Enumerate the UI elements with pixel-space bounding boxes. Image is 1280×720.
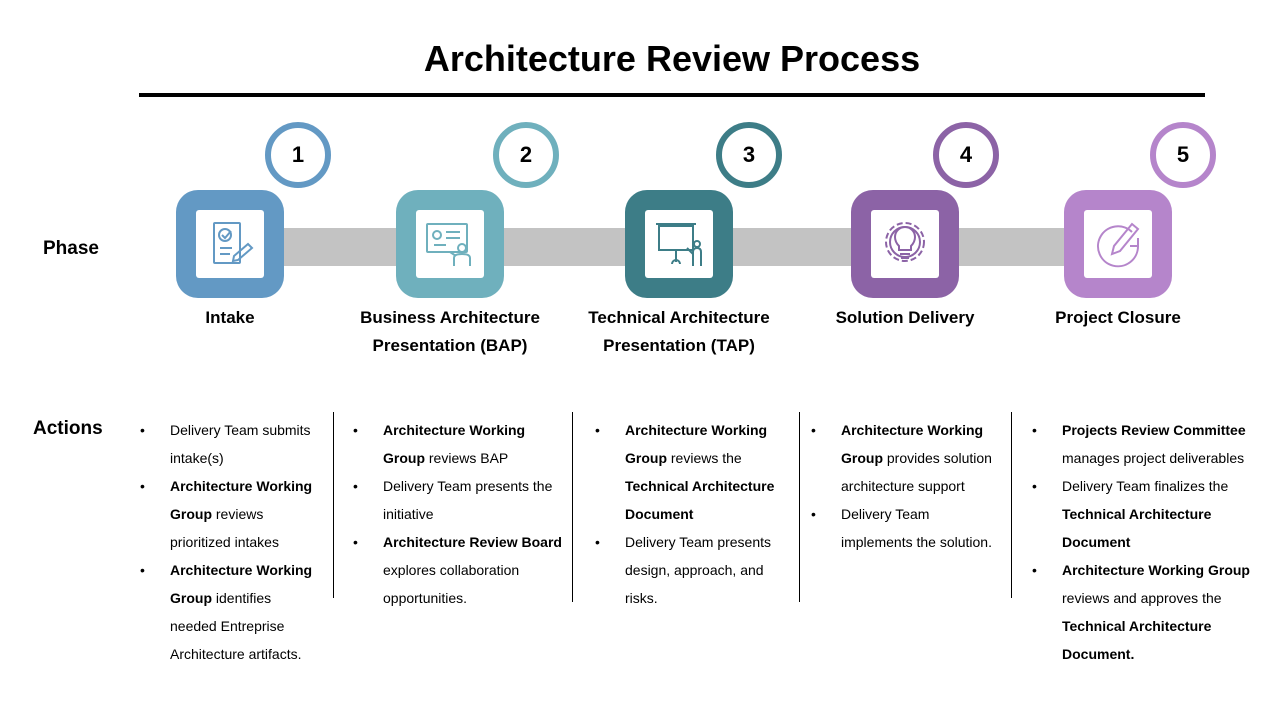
- column-divider: [572, 412, 573, 602]
- step-number-4: 4: [933, 122, 999, 188]
- action-item-text: Delivery Team presents design, approach,…: [625, 534, 772, 606]
- pencil-refresh-icon: [1097, 222, 1140, 268]
- phase-tile-bap: [396, 190, 504, 298]
- action-item-text: reviews BAP: [425, 450, 509, 466]
- action-item: Architecture Working Group reviews BAP: [353, 416, 567, 472]
- column-divider: [799, 412, 800, 602]
- action-item-bold-text: Architecture Working Group: [841, 422, 984, 466]
- action-item-bold-text: Architecture Working Group: [1062, 562, 1250, 578]
- phase-name-project-closure: Project Closure: [1055, 308, 1181, 327]
- action-item: Projects Review Committee manages projec…: [1032, 416, 1252, 472]
- actions-column-bap: Architecture Working Group reviews BAP De…: [353, 416, 567, 612]
- action-item-bold-text: Architecture Working Group: [170, 478, 313, 522]
- phase-name-intake: Intake: [205, 308, 255, 327]
- action-item: Delivery Team presents the initiative: [353, 472, 567, 528]
- action-item: Delivery Team implements the solution.: [811, 500, 1003, 556]
- page-title: Architecture Review Process: [423, 38, 921, 79]
- phase-name-solution-delivery: Solution Delivery: [835, 308, 975, 327]
- phase-name-bap: Business Architecture Presentation (BAP): [360, 308, 540, 355]
- action-item-text: Delivery Team implements the solution.: [841, 506, 992, 550]
- action-item: Delivery Team presents design, approach,…: [595, 528, 793, 612]
- action-item-text: Delivery Team presents the initiative: [383, 478, 553, 522]
- column-divider: [1011, 412, 1012, 598]
- action-item: Architecture Working Group provides solu…: [811, 416, 1003, 500]
- phase-row-label: Phase: [43, 238, 99, 259]
- phase-tile-tap: [625, 190, 733, 298]
- action-item-bold-text: Architecture Review Board: [383, 534, 562, 550]
- action-item-bold-text: Projects Review Committee: [1062, 422, 1246, 438]
- step-number-1: 1: [265, 122, 331, 188]
- presenter-screen-icon: [426, 223, 471, 266]
- actions-column-intake: Delivery Team submits intake(s) Architect…: [140, 416, 320, 668]
- phase-tile-project-closure: [1064, 190, 1172, 298]
- action-item-bold-text: Technical Architecture Document: [1062, 506, 1212, 550]
- actions-column-project-closure: Projects Review Committee manages projec…: [1032, 416, 1252, 668]
- title-underline: [139, 93, 1205, 97]
- phase-tile-solution-delivery: [851, 190, 959, 298]
- action-item: Delivery Team submits intake(s): [140, 416, 320, 472]
- action-item-text: provides solution architecture support: [841, 450, 992, 494]
- lightbulb-gear-icon: [885, 222, 925, 262]
- action-item-text: manages project deliverables: [1062, 450, 1245, 466]
- action-item-text: Delivery Team finalizes the: [1062, 478, 1229, 494]
- column-divider: [333, 412, 334, 598]
- action-item: Architecture Working Group reviews prior…: [140, 472, 320, 556]
- actions-column-tap: Architecture Working Group reviews the T…: [595, 416, 793, 612]
- actions-column-solution-delivery: Architecture Working Group provides solu…: [811, 416, 1003, 556]
- action-item: Architecture Working Group reviews the T…: [595, 416, 793, 528]
- action-item-bold-text: Architecture Working Group: [170, 562, 313, 606]
- action-item-text: Delivery Team submits intake(s): [170, 422, 311, 466]
- action-item: Delivery Team finalizes the Technical Ar…: [1032, 472, 1252, 556]
- action-item-bold-text: Technical Architecture Document: [625, 478, 775, 522]
- action-item-bold-text: Architecture Working Group: [383, 422, 526, 466]
- action-item-text: explores collaboration opportunities.: [383, 562, 520, 606]
- actions-row-label: Actions: [33, 418, 103, 439]
- action-item-text: reviews the: [667, 450, 742, 466]
- phase-tile-intake: [176, 190, 284, 298]
- step-number-2: 2: [493, 122, 559, 188]
- step-number-3: 3: [716, 122, 782, 188]
- action-item-bold-text: Architecture Working Group: [625, 422, 768, 466]
- form-checklist-icon: [213, 222, 254, 264]
- projector-presentation-icon: [656, 223, 702, 266]
- action-item: Architecture Working Group identifies ne…: [140, 556, 320, 668]
- action-item-text: reviews prioritized intakes: [170, 506, 279, 550]
- action-item-bold-text: Technical Architecture Document.: [1062, 618, 1212, 662]
- action-item: Architecture Working Group reviews and a…: [1032, 556, 1252, 668]
- action-item-text: reviews and approves the: [1062, 590, 1222, 606]
- action-item-text: identifies needed Entreprise Architectur…: [170, 590, 302, 662]
- phase-name-tap: Technical Architecture Presentation (TAP…: [588, 308, 770, 355]
- step-number-5: 5: [1150, 122, 1216, 188]
- action-item: Architecture Review Board explores colla…: [353, 528, 567, 612]
